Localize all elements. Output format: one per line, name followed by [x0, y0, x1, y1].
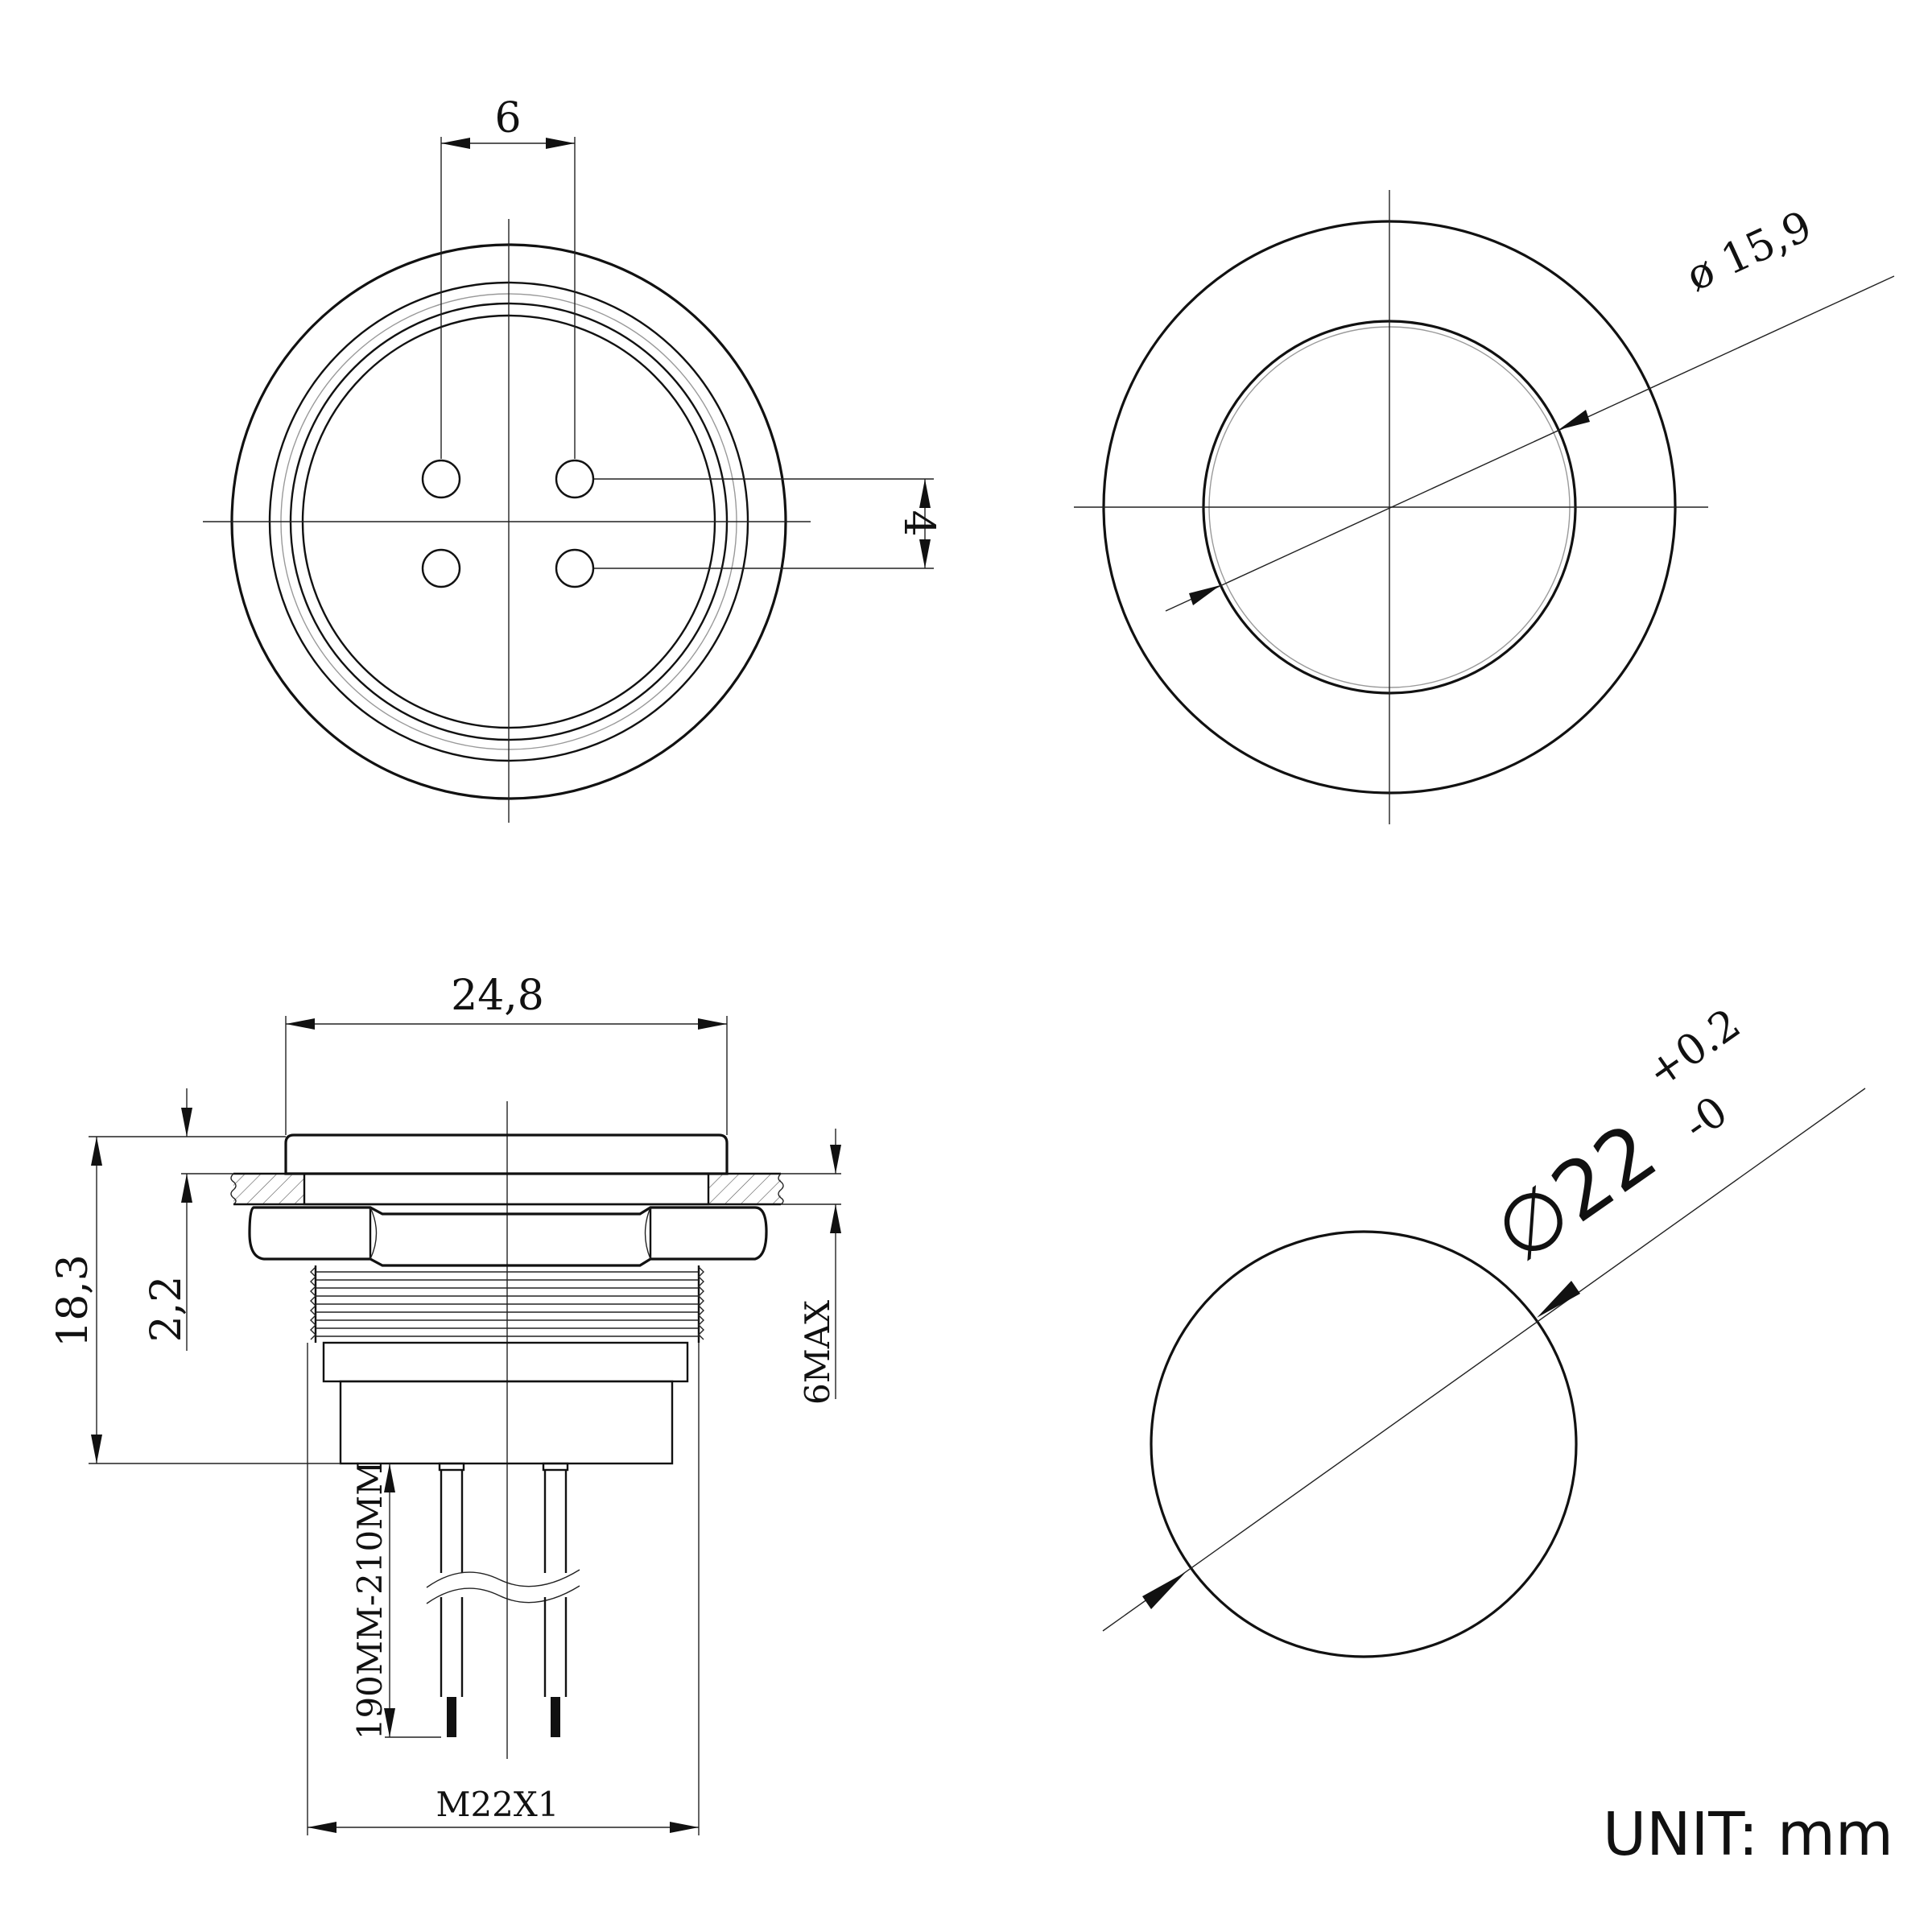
thread-teeth	[310, 1266, 704, 1340]
arrow	[286, 1018, 315, 1030]
dim-2-2-label: 2,2	[142, 1276, 191, 1343]
bezel	[284, 1133, 729, 1175]
arrow	[181, 1108, 192, 1137]
thread	[310, 1265, 704, 1343]
dim-4-label: 4	[894, 510, 943, 536]
arrow	[1537, 1281, 1580, 1318]
arrow	[670, 1822, 699, 1833]
dim-15-9-label: ø 15,9	[1679, 202, 1819, 301]
body-collar	[322, 1341, 689, 1383]
dim-22-line	[1102, 1088, 1866, 1632]
arrow	[698, 1018, 727, 1030]
pin-3	[421, 548, 461, 588]
dim-24-8-label: 24,8	[451, 972, 544, 1020]
pin-4	[555, 548, 595, 588]
arrow	[91, 1137, 102, 1166]
dim-6-label: 6	[494, 94, 521, 142]
wire-break-top	[426, 1569, 580, 1588]
dim-22-label: ∅22	[1478, 1104, 1674, 1281]
dim-wire-label: 190MM-210MM	[350, 1461, 390, 1740]
dim-m22-label: M22X1	[436, 1785, 559, 1824]
arrow	[919, 539, 931, 568]
arrow	[919, 479, 931, 508]
dim-18-3-label: 18,3	[49, 1254, 97, 1348]
rear-view: 6 4	[203, 94, 943, 823]
wire-tip-right	[551, 1697, 560, 1737]
panel-break-left	[230, 1173, 237, 1205]
thread-lines	[316, 1271, 699, 1337]
dim-22-tol-upper: +0.2	[1638, 1000, 1749, 1098]
arrow	[1558, 410, 1590, 430]
pin-2	[555, 459, 595, 499]
hex-chamfers	[369, 1207, 651, 1260]
arrow	[181, 1174, 192, 1203]
arrow	[546, 138, 575, 149]
arrow	[1142, 1572, 1186, 1609]
wire-tip-left	[447, 1697, 456, 1737]
dim-6max-label: 6MAX	[798, 1300, 837, 1405]
panel-hole-view: ∅22 +0.2 -0	[1102, 1000, 1866, 1658]
arrow	[384, 1708, 395, 1737]
dim-22-label-group: ∅22 +0.2 -0	[1478, 1000, 1749, 1281]
hex-nut	[248, 1206, 768, 1267]
arrow	[830, 1204, 841, 1233]
unit-label: UNIT: mm	[1603, 1800, 1893, 1869]
dim-22-tol-lower: -0	[1675, 1088, 1736, 1150]
dim-15-9-line	[1165, 275, 1895, 612]
front-view: ø 15,9	[1074, 190, 1895, 824]
body-base	[339, 1380, 674, 1465]
arrow	[384, 1463, 395, 1492]
arrow	[830, 1145, 841, 1174]
panel-hatch-left	[233, 1174, 304, 1204]
arrow	[91, 1435, 102, 1463]
flange	[303, 1172, 710, 1206]
panel-hole	[1150, 1230, 1578, 1658]
pin-1	[421, 459, 461, 499]
arrow	[308, 1822, 336, 1833]
arrow	[441, 138, 470, 149]
side-view: 24,8 18,3 2,2 6MAX 190MM-210MM	[49, 972, 841, 1835]
wire-ferrule-left	[438, 1462, 465, 1472]
panel-hatch-right	[708, 1174, 781, 1204]
wire-break-bottom	[426, 1585, 580, 1604]
arrow	[1189, 585, 1220, 605]
panel-break-right	[778, 1173, 784, 1205]
wire-ferrule-right	[542, 1462, 569, 1472]
